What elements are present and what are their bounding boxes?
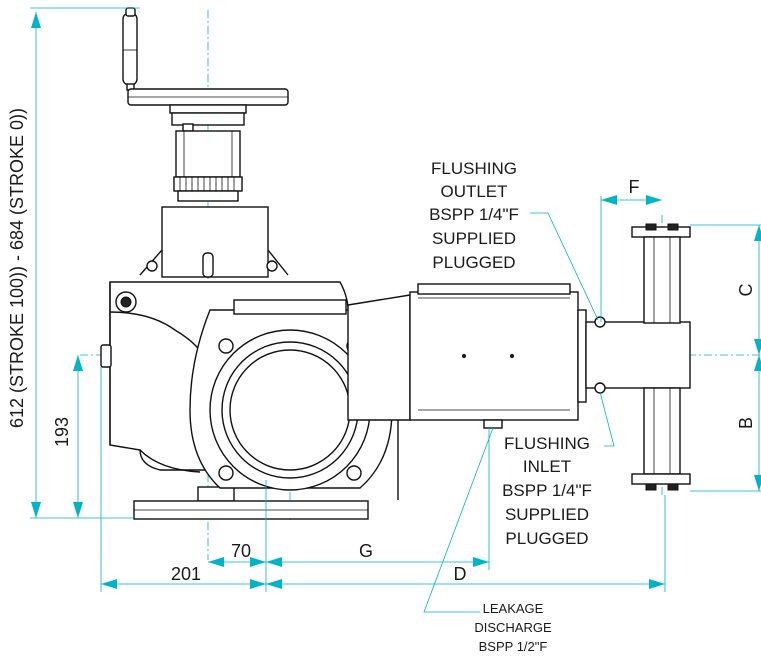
flushing-inlet-line-5: PLUGGED — [505, 529, 588, 548]
flushing-inlet-line-4: SUPPLIED — [505, 505, 589, 524]
flushing-inlet-line-3: BSPP 1/4"F — [502, 481, 592, 500]
arrow-up-612 — [31, 12, 41, 28]
arrow-down-612 — [31, 502, 41, 518]
arrow-up-193 — [73, 355, 83, 371]
flushing-outlet-line-5: PLUGGED — [432, 253, 515, 272]
leader-lines — [423, 212, 615, 613]
dim-201-label: 201 — [171, 564, 201, 584]
dim-D-label: D — [454, 564, 467, 584]
arrow-down-C — [754, 339, 761, 355]
arrow-right-201 — [250, 579, 266, 589]
dim-193-label: 193 — [52, 417, 72, 447]
flushing-outlet-line-4: SUPPLIED — [432, 229, 516, 248]
dim-C-label: C — [736, 284, 756, 297]
arrow-right-G — [473, 557, 489, 567]
dimension-lines — [30, 7, 761, 592]
flushing-inlet-line-2: INLET — [523, 457, 571, 476]
arrow-left-G — [266, 557, 282, 567]
arrow-up-C — [754, 225, 761, 241]
leakage-line-1: LEAKAGE — [483, 601, 544, 616]
dim-B-label: B — [736, 417, 756, 429]
leakage-discharge-note: LEAKAGE DISCHARGE BSPP 1/2"F — [474, 601, 552, 654]
flushing-inlet-note: FLUSHING INLET BSPP 1/4"F SUPPLIED PLUGG… — [502, 434, 592, 548]
arrow-right-F — [646, 195, 662, 205]
flushing-outlet-line-2: OUTLET — [440, 182, 507, 201]
dim-F-label: F — [629, 177, 640, 197]
flushing-outlet-note: FLUSHING OUTLET BSPP 1/4"F SUPPLIED PLUG… — [429, 159, 519, 272]
arrow-left-F — [601, 195, 617, 205]
flushing-outlet-line-3: BSPP 1/4"F — [429, 205, 519, 224]
dimension-labels: 612 (STROKE 100)) - 684 (STROKE 0)) 193 … — [7, 108, 756, 584]
pump-housing — [347, 283, 587, 500]
flushing-outlet-line-1: FLUSHING — [431, 159, 517, 178]
motor-flange — [189, 299, 393, 491]
stroke-adjuster-handwheel — [122, 7, 289, 278]
arrow-left-D — [266, 579, 282, 589]
dim-overall-height-label: 612 (STROKE 100)) - 684 (STROKE 0)) — [7, 108, 27, 428]
arrow-right-70 — [250, 557, 266, 567]
arrow-down-B — [754, 475, 761, 491]
leakage-line-3: BSPP 1/2"F — [479, 639, 548, 654]
dim-70-label: 70 — [231, 541, 251, 561]
arrow-right-D — [649, 579, 665, 589]
flushing-inlet-line-1: FLUSHING — [504, 434, 590, 453]
dim-G-label: G — [359, 541, 373, 561]
arrow-down-193 — [73, 502, 83, 518]
arrow-left-201 — [101, 579, 117, 589]
base-plate — [133, 486, 369, 520]
liquid-end — [585, 223, 691, 491]
arrow-left-70 — [208, 557, 224, 567]
arrow-up-B — [754, 355, 761, 371]
leakage-line-2: DISCHARGE — [474, 620, 552, 635]
